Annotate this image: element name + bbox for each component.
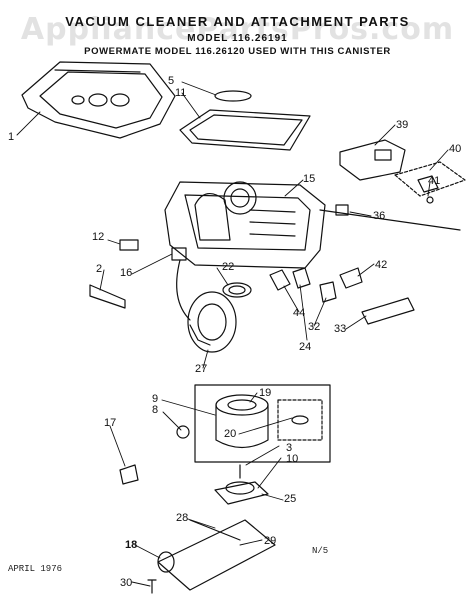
part-15-canister-body bbox=[164, 181, 461, 269]
date-stamp: APRIL 1976 bbox=[8, 564, 63, 574]
part-label: 25 bbox=[284, 493, 296, 505]
model-line: MODEL 116.26191 bbox=[187, 33, 288, 44]
part-label: 24 bbox=[299, 341, 311, 353]
parts-3-10-25 bbox=[214, 464, 269, 505]
part-label: 40 bbox=[449, 143, 461, 155]
part-5-disc bbox=[214, 90, 252, 102]
part-label: 10 bbox=[286, 453, 298, 465]
parts-24-32-44-clips bbox=[269, 267, 337, 303]
part-17 bbox=[119, 464, 139, 485]
part-label: 39 bbox=[396, 119, 408, 131]
part-30-screw bbox=[147, 579, 157, 594]
part-36 bbox=[335, 204, 349, 216]
part-29-base bbox=[157, 519, 276, 591]
part-40-41-group bbox=[394, 161, 466, 204]
part-label: 1 bbox=[8, 131, 14, 143]
part-27-fan-housing bbox=[187, 291, 237, 353]
part-label: 15 bbox=[303, 173, 315, 185]
part-2-bracket bbox=[89, 284, 126, 309]
powermate-note: POWERMATE MODEL 116.26120 USED WITH THIS… bbox=[84, 46, 391, 57]
part-label: 41 bbox=[428, 175, 440, 187]
part-label: 36 bbox=[373, 210, 385, 222]
part-33 bbox=[361, 297, 415, 325]
part-label: 16 bbox=[120, 267, 132, 279]
part-label: 22 bbox=[222, 261, 234, 273]
part-label: 18 bbox=[125, 539, 137, 551]
part-11-gasket bbox=[179, 109, 311, 151]
part-label: 9 bbox=[152, 393, 158, 405]
part-label: 28 bbox=[176, 512, 188, 524]
part-label: 44 bbox=[293, 307, 305, 319]
part-18-wheel bbox=[157, 551, 175, 573]
part-39-nozzle bbox=[339, 139, 406, 181]
part-8 bbox=[176, 425, 190, 439]
part-12 bbox=[119, 239, 139, 251]
part-label: 29 bbox=[264, 535, 276, 547]
part-1-top-cover bbox=[21, 61, 176, 139]
leader-lines bbox=[16, 81, 449, 587]
diagram-title: VACUUM CLEANER AND ATTACHMENT PARTS bbox=[65, 14, 410, 29]
part-label: 30 bbox=[120, 577, 132, 589]
part-28 bbox=[189, 519, 241, 541]
part-label: 5 bbox=[168, 75, 174, 87]
part-label: 11 bbox=[175, 87, 186, 99]
part-label: 8 bbox=[152, 404, 158, 416]
page-code: N/5 bbox=[312, 546, 329, 556]
part-42 bbox=[339, 267, 363, 289]
part-label: 42 bbox=[375, 259, 387, 271]
part-22-ring bbox=[222, 282, 252, 298]
part-label: 12 bbox=[92, 231, 104, 243]
part-label: 20 bbox=[224, 428, 236, 440]
motor-assembly bbox=[194, 384, 331, 463]
part-label: 2 bbox=[96, 263, 102, 275]
part-label: 32 bbox=[308, 321, 320, 333]
part-label: 19 bbox=[259, 387, 271, 399]
part-label: 33 bbox=[334, 323, 346, 335]
part-label: 27 bbox=[195, 363, 207, 375]
part-number-labels: 1 2 3 5 8 9 10 11 12 15 16 17 18 19 20 2… bbox=[8, 75, 461, 589]
part-label: 3 bbox=[286, 442, 292, 454]
part-label: 17 bbox=[104, 417, 116, 429]
